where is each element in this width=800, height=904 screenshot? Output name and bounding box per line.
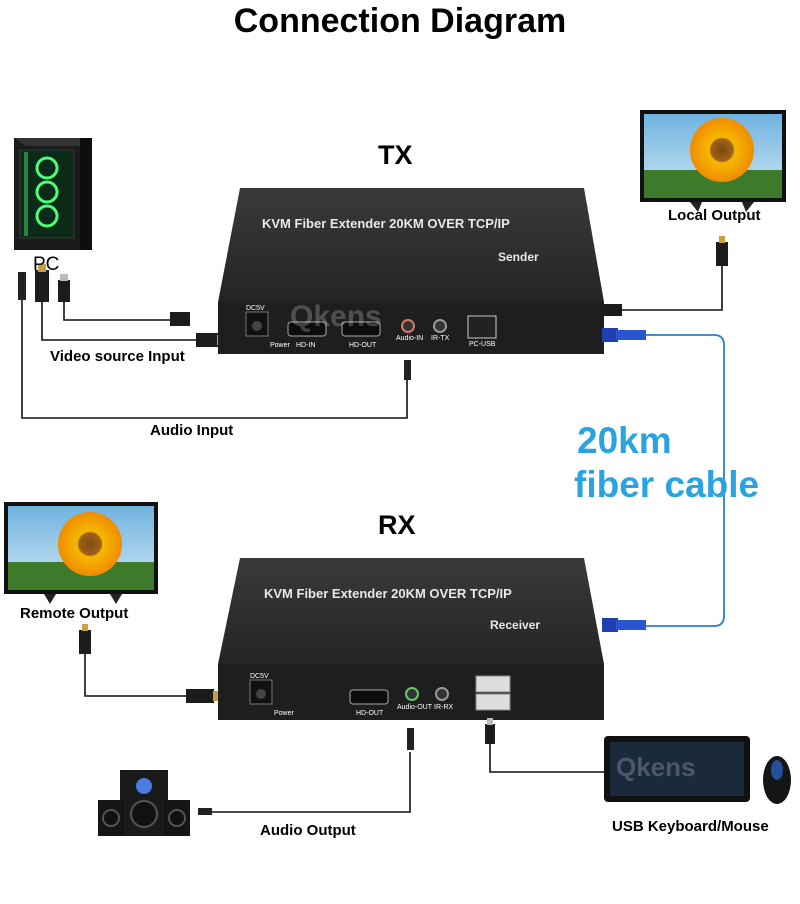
usb-keyboard-mouse-label: USB Keyboard/Mouse bbox=[612, 818, 769, 835]
audio-plug-rx-icon bbox=[407, 728, 414, 750]
tx-port-hd-in: HD-IN bbox=[296, 342, 316, 349]
tx-port-power: Power bbox=[270, 342, 290, 349]
fiber-boot-tx-icon bbox=[616, 330, 646, 340]
tx-port-dc5v: DC5V bbox=[246, 305, 265, 312]
usb-plug-tip-icon bbox=[60, 274, 68, 281]
page-title: Connection Diagram bbox=[233, 2, 567, 40]
fiber-label-line1: 20km bbox=[577, 420, 672, 461]
pc-tower-icon bbox=[14, 138, 92, 250]
pc-cables bbox=[21, 260, 723, 813]
hdmi-plug-local-tip-icon bbox=[719, 236, 725, 243]
hdmi-plug-tx-out-icon bbox=[600, 304, 622, 316]
audio-output-label: Audio Output bbox=[260, 822, 356, 839]
tx-port-pc-usb: PC-USB bbox=[469, 341, 496, 348]
video-source-input-label: Video source Input bbox=[50, 348, 185, 365]
hdmi-plug-local-icon bbox=[716, 242, 728, 266]
fiber-connector-tx-icon bbox=[602, 328, 618, 342]
pc-label: PC bbox=[33, 254, 60, 275]
tx-label: TX bbox=[378, 140, 413, 170]
remote-output-monitor-icon bbox=[4, 502, 158, 604]
fiber-cable-line bbox=[644, 334, 725, 627]
rx-port-ir-rx: IR-RX bbox=[434, 704, 454, 711]
tx-device-title: KVM Fiber Extender 20KM OVER TCP/IP bbox=[262, 216, 510, 231]
remote-output-label: Remote Output bbox=[20, 605, 129, 622]
tx-port-ir-tx: IR-TX bbox=[431, 335, 450, 342]
audio-plug-speaker-icon bbox=[198, 808, 212, 815]
rx-device-role: Receiver bbox=[490, 618, 541, 632]
speakers-icon bbox=[98, 770, 190, 836]
keyboard-icon bbox=[604, 736, 750, 802]
tx-port-audio-in: Audio-IN bbox=[396, 335, 424, 342]
tx-device bbox=[218, 188, 604, 354]
watermark-rx: Qkens bbox=[616, 752, 696, 782]
rx-port-power: Power bbox=[274, 710, 294, 717]
hdmi-plug-rx-icon bbox=[186, 689, 214, 703]
hdmi-plug-tx-icon bbox=[196, 333, 220, 347]
hdmi-plug-icon bbox=[35, 270, 49, 302]
hdmi-plug-rx-tip-icon bbox=[213, 691, 219, 701]
fiber-connector-rx-icon bbox=[602, 618, 618, 632]
usb-plug-tx-icon bbox=[170, 312, 190, 326]
tx-device-role: Sender bbox=[498, 250, 539, 264]
hdmi-plug-remote-icon bbox=[79, 630, 91, 654]
local-output-monitor-icon bbox=[640, 110, 786, 212]
rx-label: RX bbox=[378, 510, 416, 540]
audio-input-label: Audio Input bbox=[150, 422, 234, 439]
watermark-tx: Qkens bbox=[290, 300, 382, 333]
rx-device-title: KVM Fiber Extender 20KM OVER TCP/IP bbox=[264, 586, 512, 601]
usb-plug-rx-tip-icon bbox=[487, 718, 493, 725]
usb-plug-rx-icon bbox=[485, 724, 495, 744]
rx-port-dc5v: DC5V bbox=[250, 673, 269, 680]
tx-port-hd-out: HD-OUT bbox=[349, 342, 377, 349]
rx-port-hd-out: HD-OUT bbox=[356, 710, 384, 717]
rx-device bbox=[218, 558, 604, 720]
fiber-label-line2: fiber cable bbox=[574, 464, 760, 505]
mouse-icon bbox=[763, 756, 791, 804]
audio-plug-tx-icon bbox=[404, 360, 411, 380]
fiber-boot-rx-icon bbox=[616, 620, 646, 630]
hdmi-plug-tip-icon bbox=[38, 264, 46, 272]
hdmi-plug-remote-tip-icon bbox=[82, 624, 88, 631]
usb-plug-icon bbox=[58, 280, 70, 302]
audio-plug-icon bbox=[18, 272, 26, 300]
rx-port-audio-out: Audio-OUT bbox=[397, 704, 433, 711]
local-output-label: Local Output bbox=[668, 207, 761, 224]
